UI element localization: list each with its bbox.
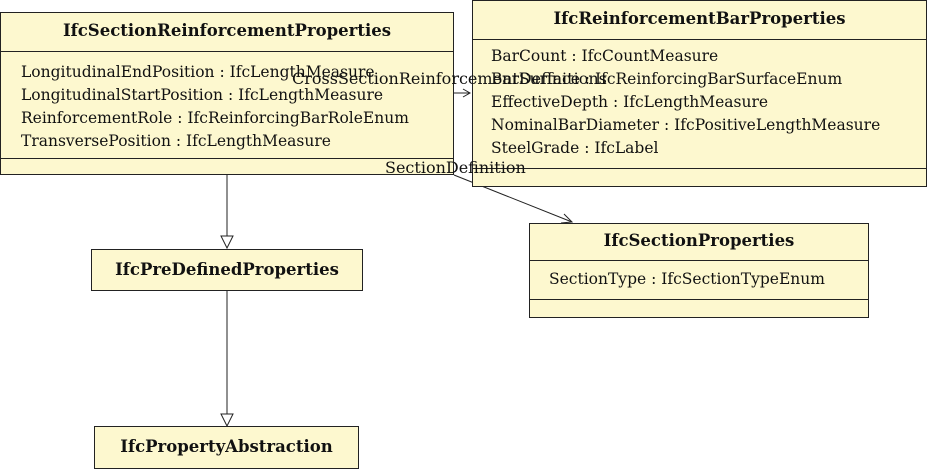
attribute-bar-surface: BarSurface : IfcReinforcingBarSurfaceEnu… — [491, 70, 843, 88]
class-attributes: SectionType : IfcSectionTypeEnum — [530, 260, 868, 299]
class-name: IfcReinforcementBarProperties — [553, 9, 846, 28]
association-label-cross-section-reinforcement-definitions: CrossSectionReinforcementDefinitions — [292, 69, 607, 88]
class-operations — [473, 168, 926, 186]
class-operations — [1, 158, 453, 174]
class-ifc-section-properties: IfcSectionProperties SectionType : IfcSe… — [529, 223, 869, 318]
class-operations — [530, 299, 868, 317]
class-name: IfcPreDefinedProperties — [115, 260, 339, 279]
association-arrowhead-cross-section — [462, 88, 472, 98]
association-label-section-definition: SectionDefinition — [385, 158, 526, 177]
class-ifc-reinforcement-bar-properties: IfcReinforcementBarProperties BarCount :… — [472, 0, 927, 187]
attribute-section-type: SectionType : IfcSectionTypeEnum — [549, 270, 825, 288]
inheritance-arrowhead-property-abstraction — [220, 413, 234, 428]
class-ifc-predefined-properties: IfcPreDefinedProperties — [91, 249, 363, 291]
class-ifc-property-abstraction: IfcPropertyAbstraction — [94, 426, 359, 469]
attribute-steel-grade: SteelGrade : IfcLabel — [491, 139, 659, 157]
class-name: IfcSectionReinforcementProperties — [62, 21, 392, 40]
attribute-nominal-bar-diameter: NominalBarDiameter : IfcPositiveLengthMe… — [491, 116, 881, 134]
attribute-longitudinal-start-position: LongitudinalStartPosition : IfcLengthMea… — [21, 86, 384, 104]
class-name: IfcSectionProperties — [603, 231, 795, 250]
association-arrowhead-section-definition — [560, 213, 574, 224]
attribute-bar-count: BarCount : IfcCountMeasure — [491, 47, 719, 65]
attribute-effective-depth: EffectiveDepth : IfcLengthMeasure — [491, 93, 769, 111]
class-attributes: LongitudinalEndPosition : IfcLengthMeasu… — [1, 51, 453, 158]
inheritance-arrowhead-predefined — [220, 235, 234, 250]
class-ifc-section-reinforcement-properties: IfcSectionReinforcementProperties Longit… — [0, 12, 454, 175]
class-name: IfcPropertyAbstraction — [120, 437, 333, 456]
attribute-longitudinal-end-position: LongitudinalEndPosition : IfcLengthMeasu… — [21, 63, 375, 81]
attribute-transverse-position: TransversePosition : IfcLengthMeasure — [21, 132, 331, 150]
attribute-reinforcement-role: ReinforcementRole : IfcReinforcingBarRol… — [21, 109, 409, 127]
class-attributes: BarCount : IfcCountMeasure BarSurface : … — [473, 39, 926, 168]
